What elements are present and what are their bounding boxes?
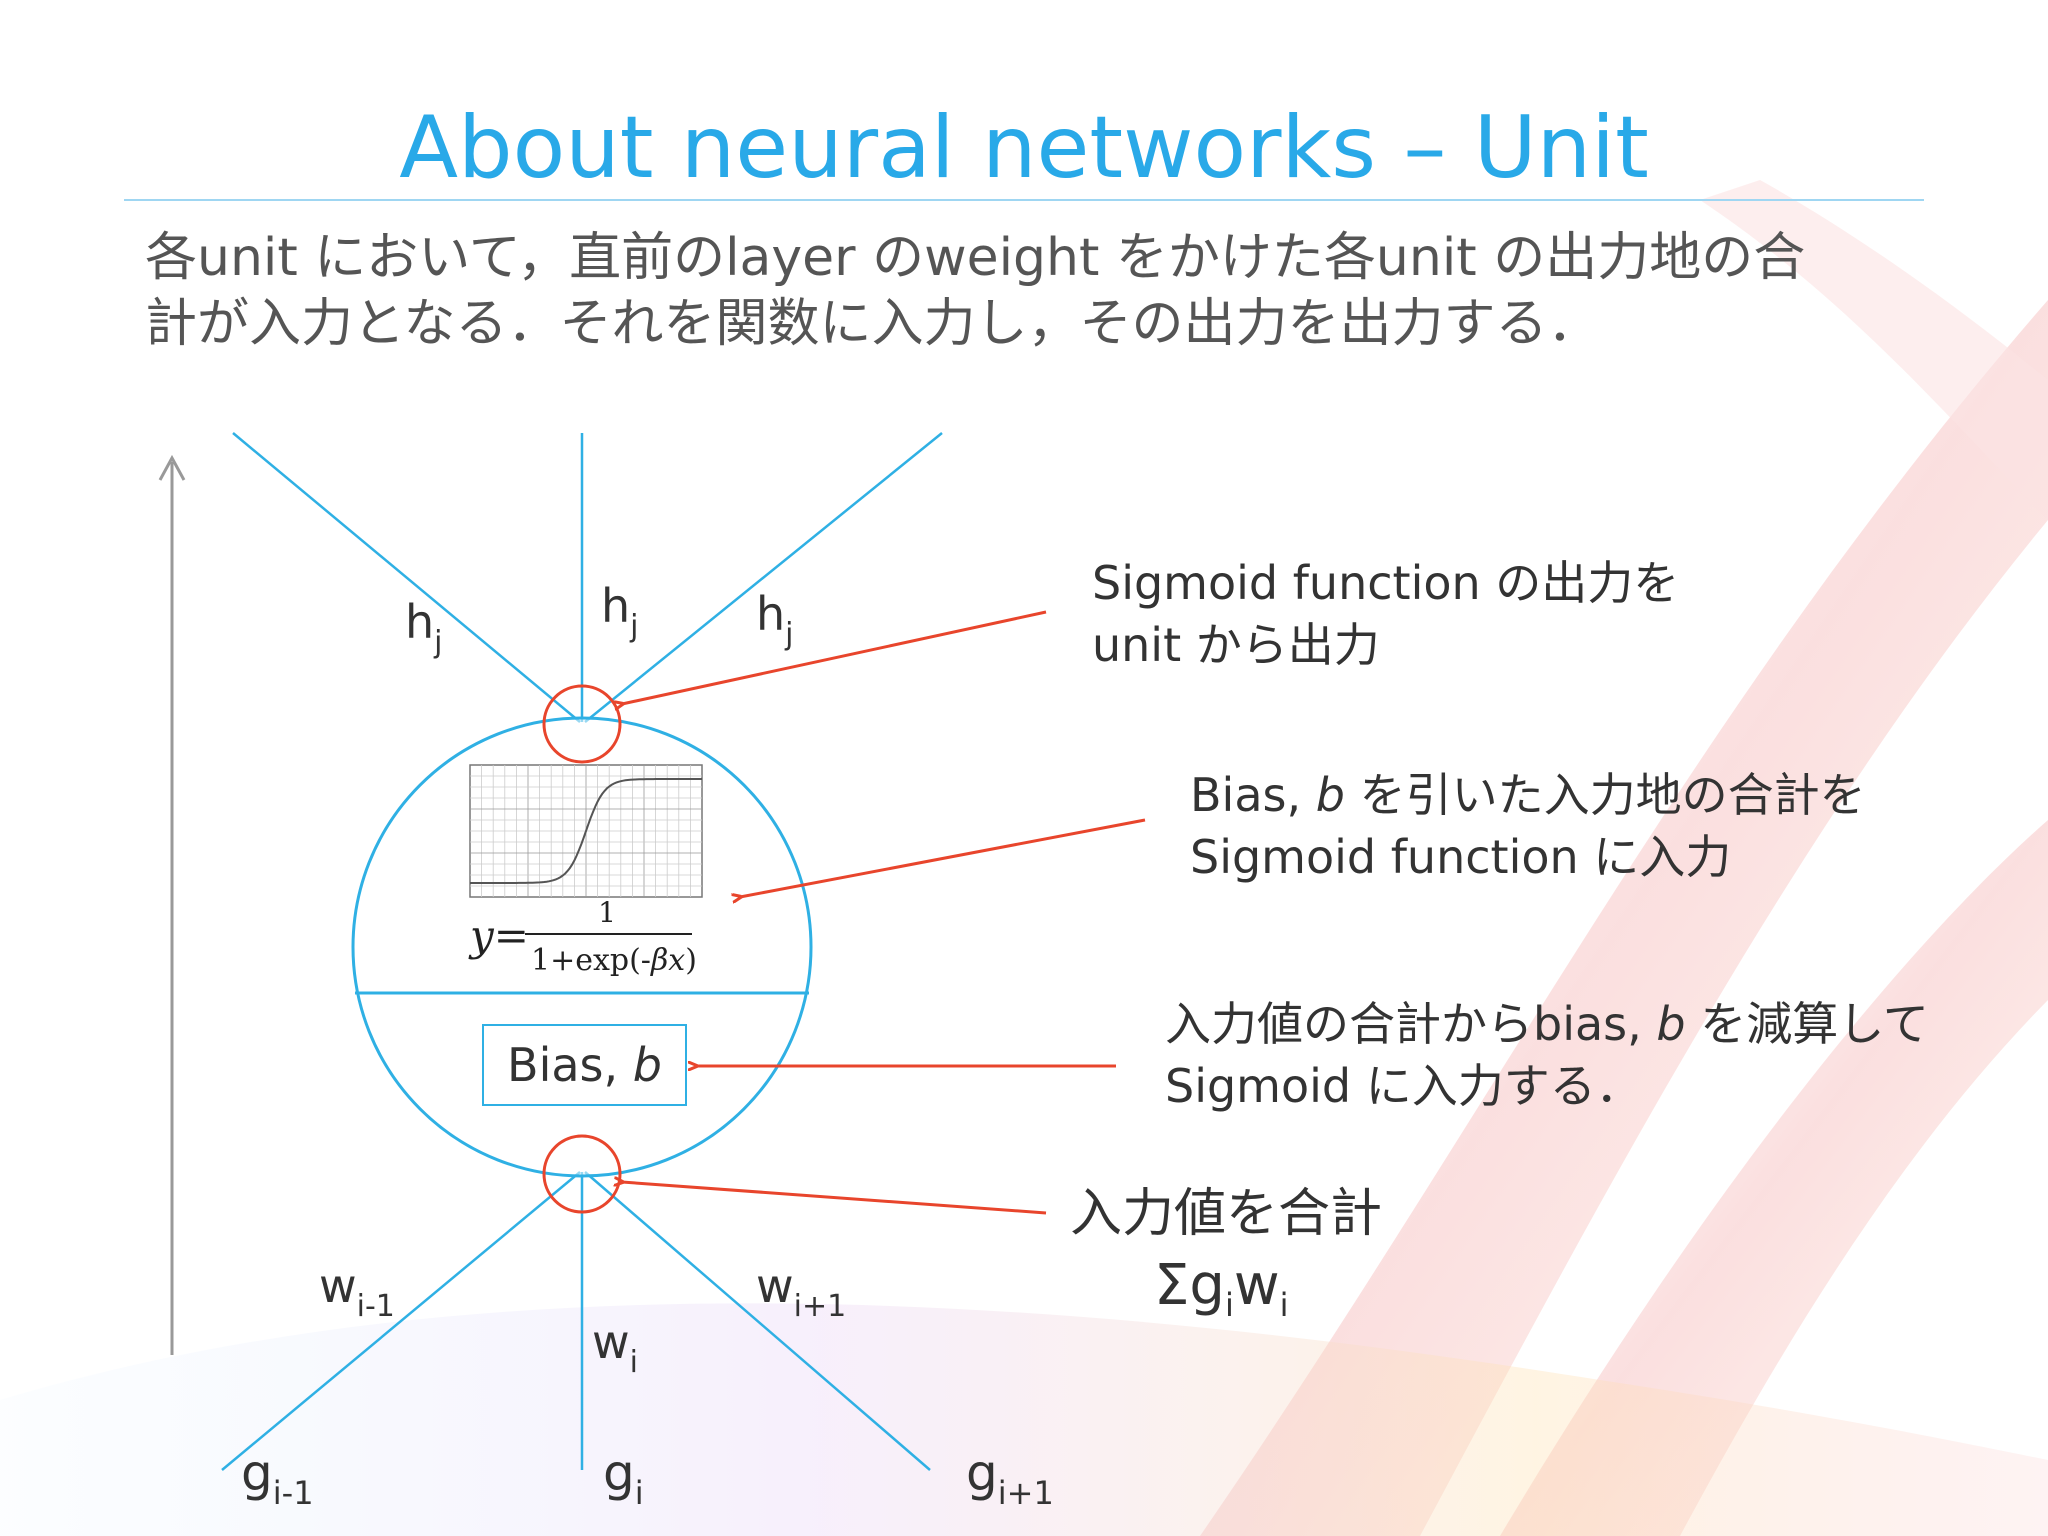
input-line-left: [221, 1171, 581, 1471]
annotation-sum: 入力値を合計 Σgiwi: [1070, 1178, 1382, 1341]
formula-lhs: y=: [468, 911, 529, 960]
annotation-sigmoid-line-2: Sigmoid function に入力: [1190, 830, 1732, 884]
input-label-center: gi: [603, 1444, 644, 1512]
annotation-sum-line-1: 入力値を合計: [1070, 1184, 1383, 1244]
bias-box: Bias, b: [482, 1024, 687, 1106]
output-line-left: [232, 432, 581, 723]
slide-description: 各unit において，直前のlayer のweight をかけた各unit の出…: [145, 225, 1945, 357]
annotation-output-line-2: unit から出力: [1092, 618, 1380, 672]
arrow-to-input-ring: [622, 1182, 1047, 1215]
slide-title: About neural networks – Unit: [399, 98, 1649, 198]
flow-direction-arrow-head: [158, 454, 186, 481]
sigmoid-formula: y= 1 1+exp(-βx): [468, 896, 697, 978]
sigmoid-curve: [470, 778, 702, 884]
formula-numerator: 1: [598, 896, 616, 929]
annotation-bias: 入力値の合計からbias, b を減算して Sigmoid に入力する．: [1165, 993, 1929, 1117]
weight-label-left: wi-1: [319, 1259, 395, 1324]
annotation-sum-formula: Σgiwi: [1154, 1253, 1289, 1325]
annotation-output: Sigmoid function の出力を unit から出力: [1092, 552, 1679, 676]
output-line-right: [584, 432, 943, 723]
input-line-right: [584, 1171, 931, 1471]
input-highlight-ring: [542, 1134, 622, 1214]
annotation-bias-line-1: 入力値の合計からbias, b を減算して: [1165, 997, 1929, 1051]
formula-denominator: 1+exp(-βx): [531, 943, 697, 978]
arrow-to-output-ring: [622, 610, 1047, 704]
arrow-to-sigmoid: [740, 818, 1146, 897]
annotation-bias-line-2: Sigmoid に入力する．: [1165, 1059, 1642, 1113]
weight-label-center: wi: [592, 1315, 638, 1380]
annotation-sigmoid: Bias, b を引いた入力地の合計を Sigmoid function に入力: [1190, 764, 1866, 888]
output-label-center: hj: [601, 579, 639, 644]
sigmoid-plot: [469, 764, 703, 898]
input-label-left: gi-1: [241, 1444, 314, 1512]
description-line-2: 計が入力となる．それを関数に入力し，その出力を出力する．: [145, 294, 1600, 354]
description-line-1: 各unit において，直前のlayer のweight をかけた各unit の出…: [145, 228, 1806, 288]
annotation-output-line-1: Sigmoid function の出力を: [1092, 556, 1680, 610]
annotation-sigmoid-line-1: Bias, b を引いた入力地の合計を: [1190, 768, 1866, 822]
title-divider: [124, 199, 1924, 201]
input-label-right: gi+1: [966, 1444, 1054, 1512]
output-highlight-ring: [542, 684, 622, 764]
output-label-right: hj: [756, 587, 794, 652]
weight-label-right: wi+1: [756, 1259, 846, 1324]
output-label-left: hj: [405, 595, 443, 660]
